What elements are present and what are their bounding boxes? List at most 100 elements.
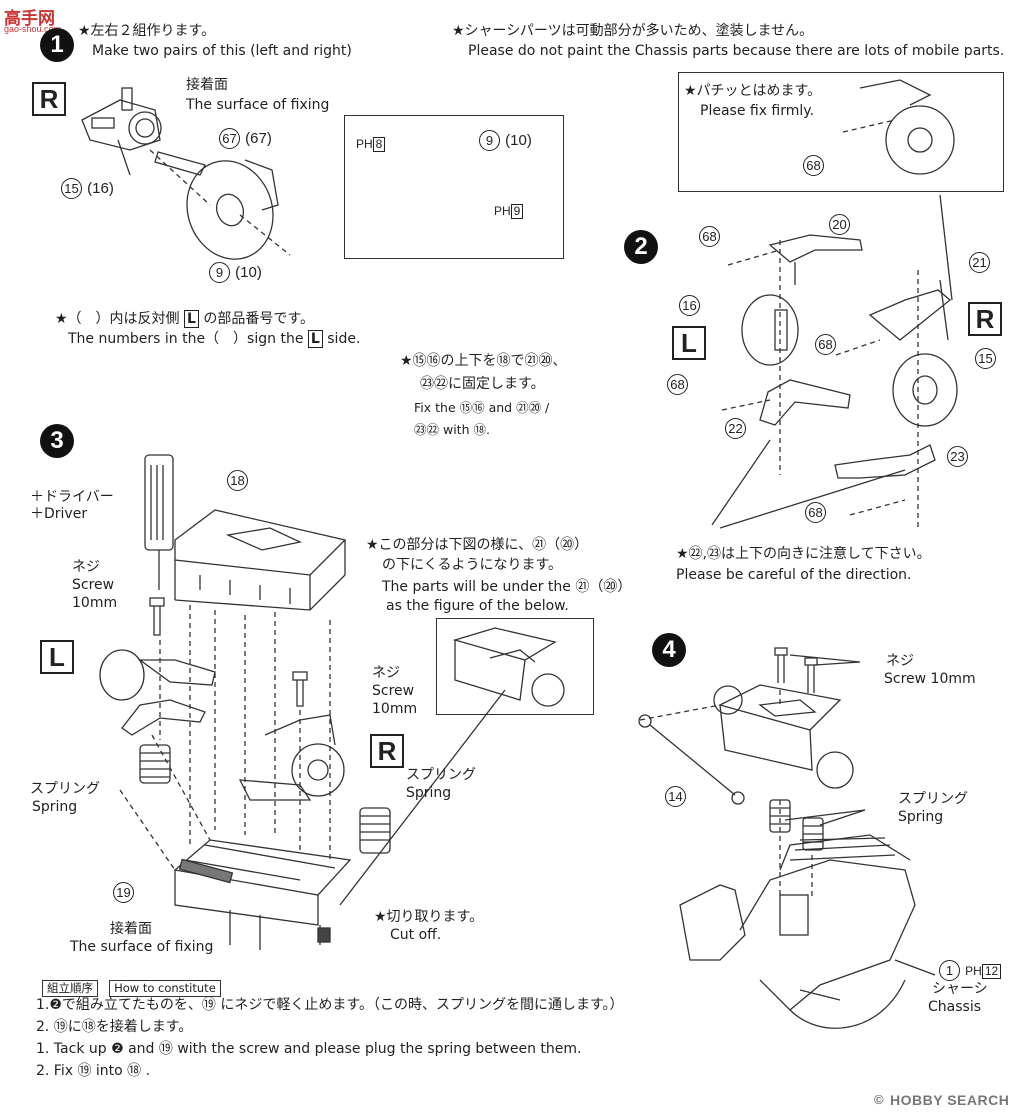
step4-screw-jp: ネジ xyxy=(886,653,914,669)
tag-jp: 組立順序 xyxy=(42,980,98,997)
step3-spring-jp: スプリング xyxy=(30,781,100,797)
ph-8-box: 8 xyxy=(372,137,386,152)
detail-part-9-10: 9 (10) xyxy=(478,130,532,151)
step3-screw-en: Screw xyxy=(72,577,115,593)
under-detail-drawing xyxy=(452,627,565,707)
ph-label: PH xyxy=(356,137,373,151)
spring-left-drawing xyxy=(139,744,171,784)
step4-screws-drawing xyxy=(774,647,818,693)
step-1-number: 1 xyxy=(40,28,74,62)
part-68-circle-e: 68 xyxy=(805,502,826,523)
step4-spring-en: Spring xyxy=(898,809,944,825)
step2-instr-en-2: ㉓㉒ with ⑱. xyxy=(414,422,490,437)
step1-part-9-10: 9 (10) xyxy=(208,262,262,283)
step1-part-15-16: 15 (16) xyxy=(60,178,114,199)
step4-assembly-drawing xyxy=(713,684,854,789)
step4-part-14: 14 xyxy=(664,786,687,807)
tie-rod-14-drawing xyxy=(638,714,745,805)
bottom-line-2: 2. ⑲に⑱を接着します。 xyxy=(36,1019,193,1035)
part-67-circle: 67 xyxy=(219,128,240,149)
part-68-circle-a: 68 xyxy=(803,155,824,176)
legend-en-a: The numbers in the（ ）sign the xyxy=(68,331,304,347)
step1-surface-en: The surface of fixing xyxy=(186,97,330,113)
step3-surface-jp: 接着面 xyxy=(110,921,152,937)
step-4-number: 4 xyxy=(652,633,686,667)
step3-under-jp-2: の下にくるようになります。 xyxy=(382,557,563,573)
part-21-circle: 21 xyxy=(969,252,990,273)
part-68-circle-b: 68 xyxy=(699,226,720,247)
legend-L-box: L xyxy=(184,310,199,328)
watermark-bottom-right: HOBBY SEARCH xyxy=(890,1092,1010,1108)
paint-note-jp: ★シャーシパーツは可動部分が多いため、塗装しません。 xyxy=(452,23,814,39)
bottom-line-1: 1.❷で組み立てたものを、⑲ にネジで軽く止めます。（この時、スプリングを間に通… xyxy=(36,997,624,1013)
part-23-circle: 23 xyxy=(947,446,968,467)
step2-part-68-1: 68 xyxy=(698,226,721,247)
step2-part-15: 15 xyxy=(974,348,997,369)
step3-screw2-size: 10mm xyxy=(372,701,418,717)
step3-driver-jp: ＋ドライバー xyxy=(30,489,114,505)
step4-spring-jp: スプリング xyxy=(898,791,968,807)
part-16-circle: 16 xyxy=(679,295,700,316)
step3-cut-en: Cut off. xyxy=(390,927,442,943)
step2-instr-en-1: Fix the ⑮⑯ and ㉑⑳ / xyxy=(414,400,550,415)
step3-screw2-en: Screw xyxy=(372,683,415,699)
step2-fix-jp: ★パチッとはめます。 xyxy=(684,83,822,99)
part-15-circle: 15 xyxy=(61,178,82,199)
step3-surface-en: The surface of fixing xyxy=(70,939,214,955)
lower-arm-22-drawing xyxy=(759,379,851,426)
step3-part-18: 18 xyxy=(226,470,249,491)
watermark-bottom-right-symbol: © xyxy=(874,1092,884,1107)
left-assembly-drawing xyxy=(99,649,216,736)
part-1-circle: 1 xyxy=(939,960,960,981)
step2-part-68-4: 68 xyxy=(804,502,827,523)
legend-jp-b: の部品番号です。 xyxy=(203,311,314,327)
step-3-number: 3 xyxy=(40,424,74,458)
step3-side-R: R xyxy=(370,734,404,768)
detail-part-10-alt: (10) xyxy=(505,132,532,149)
step4-screw-en: Screw 10mm xyxy=(884,671,976,687)
screwdriver-drawing xyxy=(144,454,174,590)
upper-arm-21-drawing xyxy=(868,279,952,341)
lower-arm-23-drawing xyxy=(834,444,936,479)
legend-en-b: side. xyxy=(327,331,361,347)
step2-part-21: 21 xyxy=(968,252,991,273)
step1-side-R: R xyxy=(32,82,66,116)
step3-cut-jp: ★切り取ります。 xyxy=(374,909,484,925)
part-18-circle: 18 xyxy=(227,470,248,491)
part-16-alt: (16) xyxy=(87,180,114,197)
bottom-tags: 組立順序 How to constitute xyxy=(42,977,227,997)
step1-detail-frame xyxy=(344,115,564,259)
step3-screw-size: 10mm xyxy=(72,595,118,611)
step2-detail-part-68: 68 xyxy=(802,155,825,176)
step3-part-19: 19 xyxy=(112,882,135,903)
part-15-circle-2: 15 xyxy=(975,348,996,369)
step4-chassis-en: Chassis xyxy=(928,999,981,1015)
step3-screw2-jp: ネジ xyxy=(372,665,400,681)
part-9-circle: 9 xyxy=(209,262,230,283)
step1-legend-en: The numbers in the（ ）sign the L side. xyxy=(68,330,360,348)
step1-note-en: Make two pairs of this (left and right) xyxy=(92,43,352,59)
step3-spring-en: Spring xyxy=(32,799,78,815)
right-assembly-drawing xyxy=(238,714,345,801)
hub-16-drawing xyxy=(741,294,799,366)
watermark-top-left-sub: gao-shou.com xyxy=(4,24,62,34)
step1-note-jp: ★左右２組作ります。 xyxy=(78,23,216,39)
step3-under-en-1: The parts will be under the ㉑（⑳） xyxy=(382,579,632,595)
ph-label-3: PH xyxy=(965,964,982,978)
part-22-circle: 22 xyxy=(725,418,746,439)
ph-12-box: 12 xyxy=(981,964,1002,979)
step3-screw-jp: ネジ xyxy=(72,559,100,575)
screw-drawing xyxy=(149,597,308,707)
legend-jp-a: ★（ ）内は反対側 xyxy=(55,311,180,327)
part-19-circle: 19 xyxy=(113,882,134,903)
fix-detail-drawing xyxy=(842,79,955,175)
step2-instr-jp-2: ㉓㉒に固定します。 xyxy=(420,376,545,392)
tag-en: How to constitute xyxy=(109,980,221,997)
step1-legend-jp: ★（ ）内は反対側 L の部品番号です。 xyxy=(55,310,314,328)
step-2-number: 2 xyxy=(624,230,658,264)
part-14-circle: 14 xyxy=(665,786,686,807)
step2-instr-jp-1: ★⑮⑯の上下を⑱で㉑⑳、 xyxy=(400,353,567,369)
step1-part-67: 67 (67) xyxy=(218,128,272,149)
